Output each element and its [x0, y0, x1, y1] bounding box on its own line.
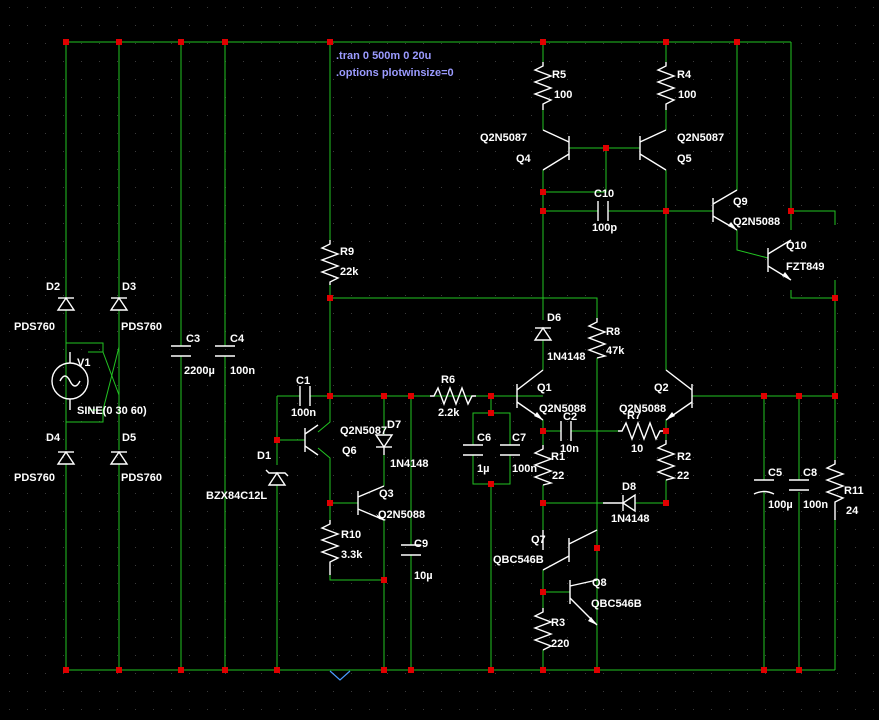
label-q7-value: QBC546B [493, 554, 544, 566]
label-d2-value: PDS760 [14, 321, 55, 333]
label-q3-name: Q3 [379, 488, 394, 500]
label-c5-value: 100µ [768, 499, 793, 511]
label-c3-value: 2200µ [184, 365, 215, 377]
label-d4-value: PDS760 [14, 472, 55, 484]
label-q3-value: Q2N5088 [378, 509, 425, 521]
label-q9-name: Q9 [733, 196, 748, 208]
label-c4-name: C4 [230, 333, 245, 345]
label-d5-value: PDS760 [121, 472, 162, 484]
capacitors[interactable] [171, 201, 809, 556]
junction-dots [63, 39, 838, 673]
label-r10-name: R10 [341, 529, 361, 541]
label-d6-value: 1N4148 [547, 351, 586, 363]
label-r3-name: R3 [551, 617, 565, 629]
label-c9-name: C9 [414, 538, 428, 550]
label-r4-value: 100 [678, 89, 696, 101]
label-d2-name: D2 [46, 281, 60, 293]
label-d3-name: D3 [122, 281, 136, 293]
label-q4-name: Q4 [516, 153, 532, 165]
label-r11-value: 24 [846, 505, 859, 517]
label-q2-value: Q2N5088 [619, 403, 666, 415]
sine-source[interactable] [51, 352, 89, 410]
label-d3-value: PDS760 [121, 321, 162, 333]
label-c1-name: C1 [296, 375, 310, 387]
label-r10-value: 3.3k [341, 549, 363, 561]
label-r9-value: 22k [340, 266, 359, 278]
label-q7-name: Q7 [531, 534, 546, 546]
spice-directives[interactable]: .tran 0 500m 0 20u .options plotwinsize=… [336, 50, 454, 79]
label-q4-value: Q2N5087 [480, 132, 527, 144]
label-r2-name: R2 [677, 451, 691, 463]
label-c6-name: C6 [477, 432, 491, 444]
label-r6-value: 2.2k [438, 407, 460, 419]
label-q8-value: QBC546B [591, 598, 642, 610]
label-r8-value: 47k [606, 345, 625, 357]
label-d5-name: D5 [122, 432, 136, 444]
label-q10-value: FZT849 [786, 261, 825, 273]
resistors[interactable] [320, 62, 845, 651]
label-c7-value: 100n [512, 463, 537, 475]
label-d4-name: D4 [46, 432, 61, 444]
label-c7-name: C7 [512, 432, 526, 444]
label-r7-name: R7 [627, 410, 641, 422]
transistors[interactable] [304, 129, 792, 626]
directive-options: .options plotwinsize=0 [336, 67, 454, 79]
label-c4-value: 100n [230, 365, 255, 377]
label-c5-name: C5 [768, 467, 782, 479]
ground-flag [329, 670, 351, 681]
label-c2-name: C2 [563, 411, 577, 423]
label-q8-name: Q8 [592, 577, 607, 589]
label-r2-value: 22 [677, 470, 689, 482]
component-labels: D2 PDS760 D3 PDS760 V1 SINE(0 30 60) D4 … [14, 69, 864, 650]
label-d8-value: 1N4148 [611, 513, 650, 525]
label-r1-name: R1 [551, 451, 565, 463]
label-r4-name: R4 [677, 69, 692, 81]
label-q6-name: Q6 [342, 445, 357, 457]
label-r5-value: 100 [554, 89, 572, 101]
label-c9-value: 10µ [414, 570, 433, 582]
rectifier-diodes[interactable] [56, 296, 129, 465]
label-c8-name: C8 [803, 467, 817, 479]
label-c6-value: 1µ [477, 463, 489, 475]
grid-dots [9, 7, 874, 710]
label-c10-name: C10 [594, 188, 614, 200]
directive-tran: .tran 0 500m 0 20u [336, 50, 431, 62]
label-q9-value: Q2N5088 [733, 216, 780, 228]
label-r1-value: 22 [552, 470, 564, 482]
label-d1-value: BZX84C12L [206, 490, 267, 502]
label-q10-name: Q10 [786, 240, 807, 252]
label-r8-name: R8 [606, 326, 620, 338]
label-c10-value: 100p [592, 222, 617, 234]
label-r3-value: 220 [551, 638, 569, 650]
label-c8-value: 100n [803, 499, 828, 511]
label-v1-value: SINE(0 30 60) [77, 405, 147, 417]
label-r5-name: R5 [552, 69, 566, 81]
label-d1-name: D1 [257, 450, 271, 462]
label-d8-name: D8 [622, 481, 636, 493]
label-r7-value: 10 [631, 443, 643, 455]
label-d7-value: 1N4148 [390, 458, 429, 470]
label-c3-name: C3 [186, 333, 200, 345]
label-v1-name: V1 [77, 357, 90, 369]
label-r9-name: R9 [340, 246, 354, 258]
label-q5-value: Q2N5087 [677, 132, 724, 144]
label-c2-value: 10n [560, 443, 579, 455]
signal-diodes[interactable] [265, 326, 636, 513]
label-r11-name: R11 [844, 485, 864, 497]
label-q2-name: Q2 [654, 382, 669, 394]
label-r6-name: R6 [441, 374, 455, 386]
label-d7-name: D7 [387, 419, 401, 431]
label-q5-name: Q5 [677, 153, 692, 165]
label-q1-value: Q2N5088 [539, 403, 586, 415]
label-c1-value: 100n [291, 407, 316, 419]
label-d6-name: D6 [547, 312, 561, 324]
label-q6-value: Q2N5087 [340, 425, 387, 437]
label-q1-name: Q1 [537, 382, 552, 394]
components [51, 62, 845, 651]
